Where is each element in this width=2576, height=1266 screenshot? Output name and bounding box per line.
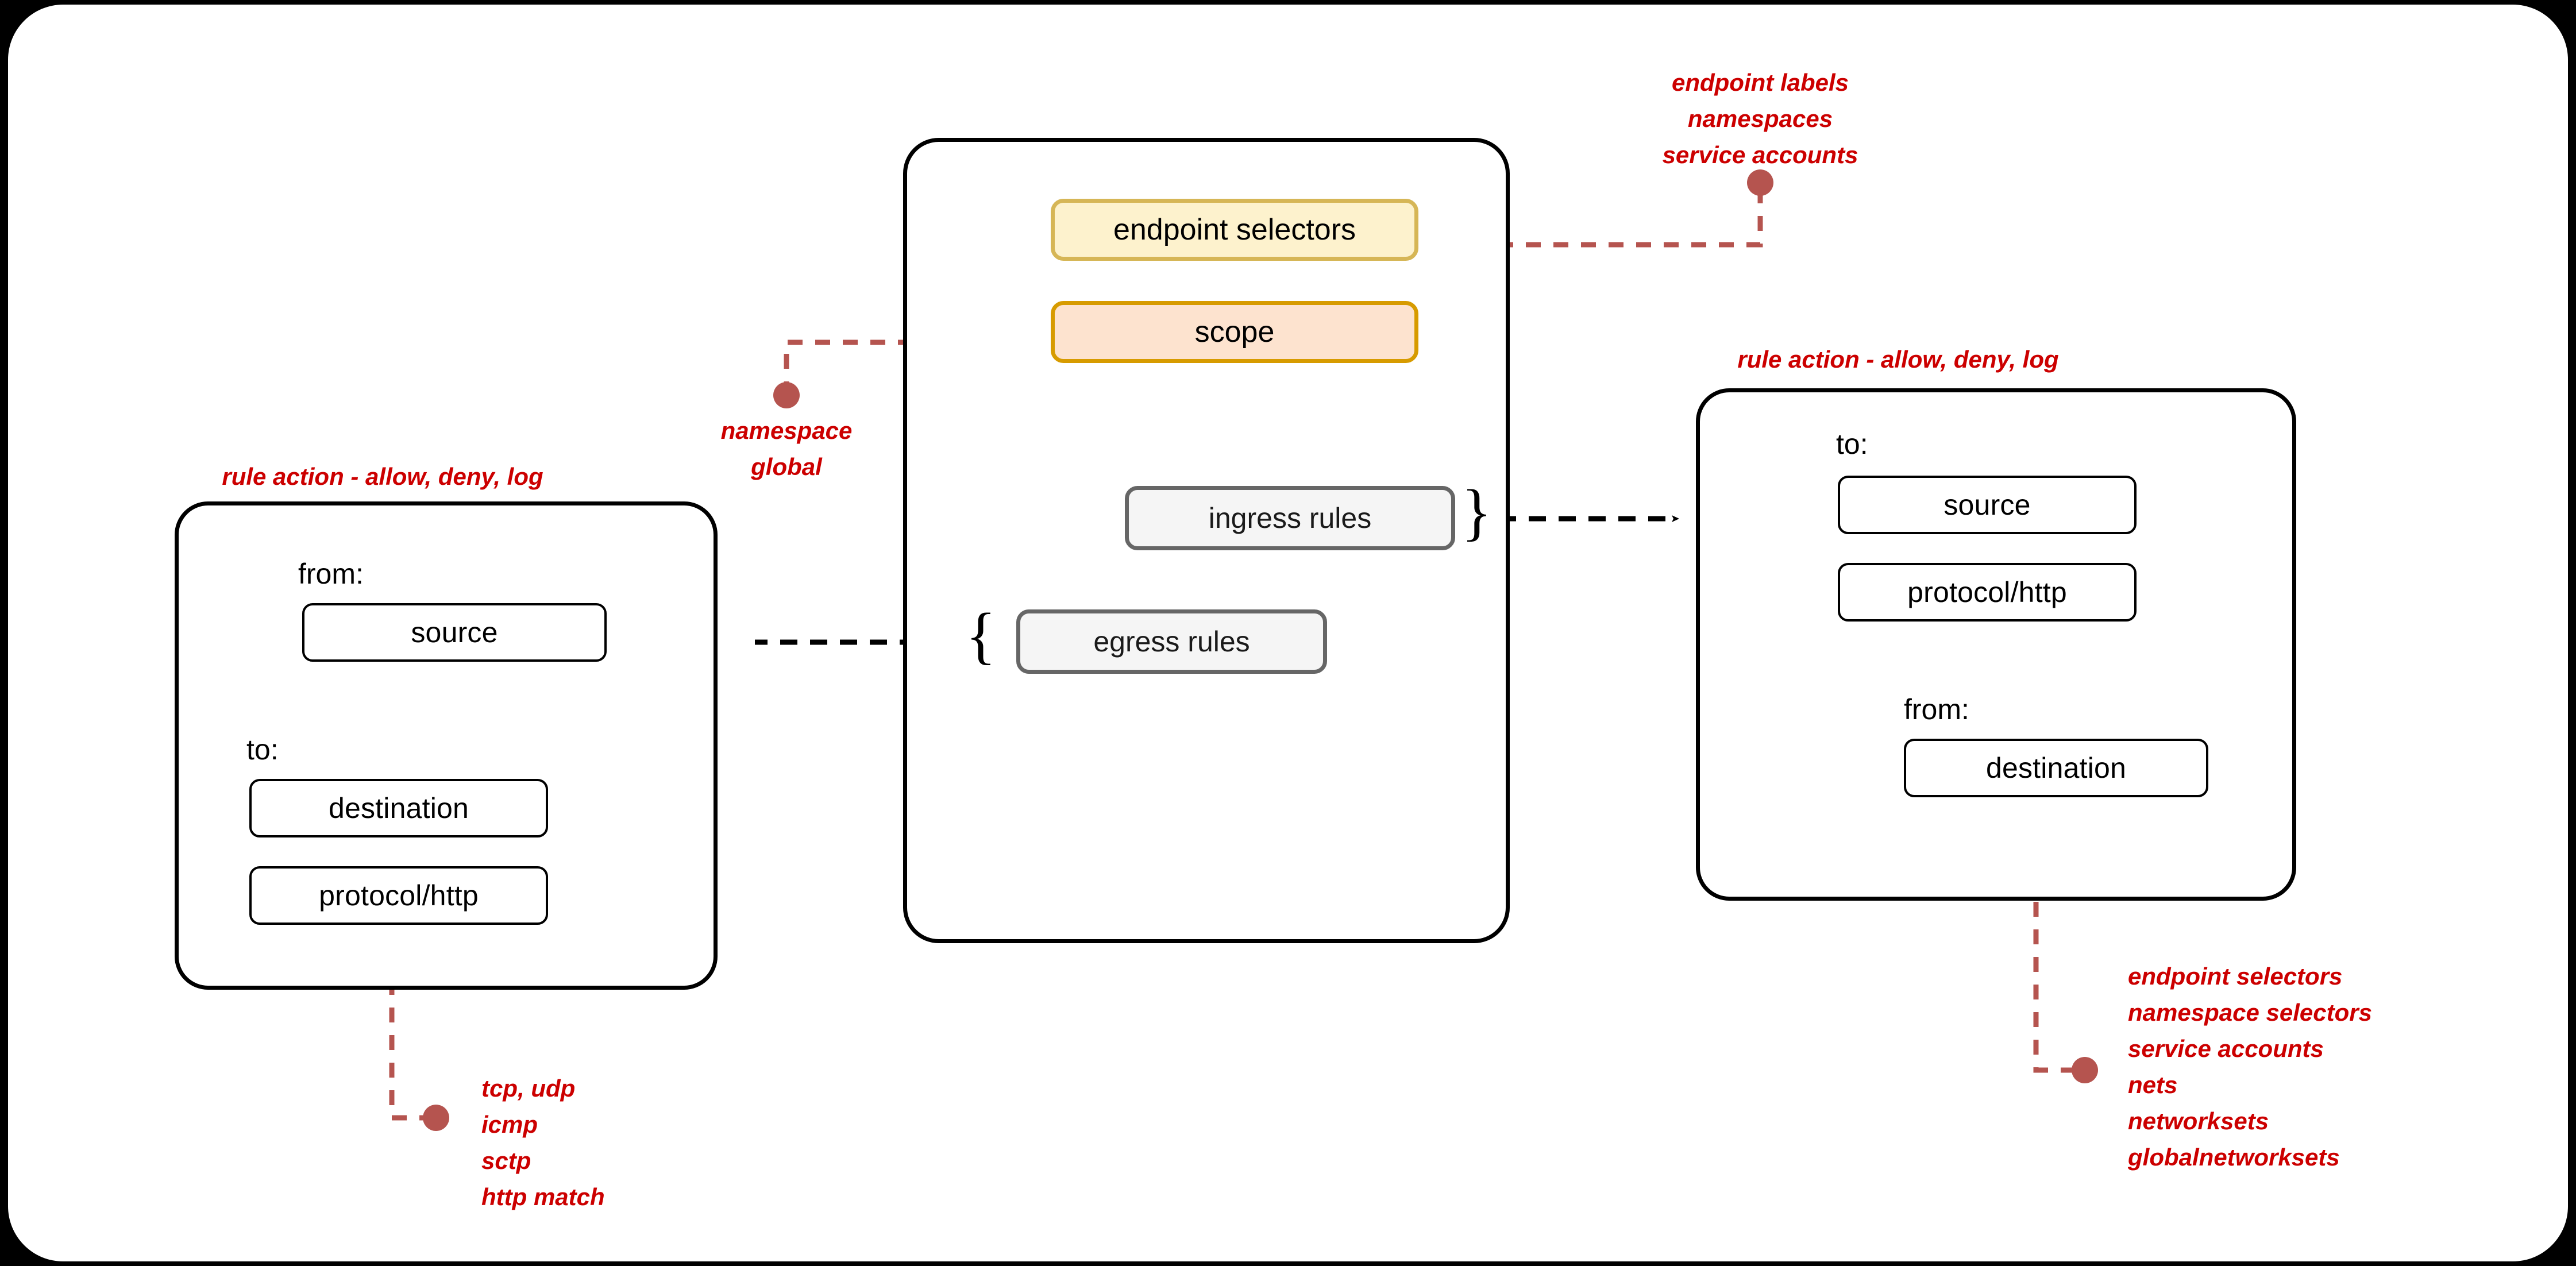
right-policy-box — [1696, 388, 2296, 901]
scope-box[interactable]: scope — [1051, 301, 1418, 363]
egress-rules-box[interactable]: egress rules — [1016, 609, 1327, 674]
right-from-destination-box[interactable]: destination — [1904, 739, 2208, 797]
right-to-protocol-label: protocol/http — [1907, 576, 2067, 608]
right-to-source-label: source — [1943, 489, 2031, 521]
egress-rules-label: egress rules — [1093, 626, 1250, 658]
right-policy-rule-action-annotation: rule action - allow, deny, log — [1737, 346, 2059, 373]
left-from-source-label: source — [411, 616, 498, 649]
right-from-destination-label: destination — [1985, 752, 2127, 784]
left-to-label: to: — [246, 734, 279, 766]
scope-annotation: namespace global — [720, 417, 853, 480]
endpoint-selectors-annotation: endpoint labels namespaces service accou… — [1662, 69, 1858, 168]
scope-label: scope — [1194, 315, 1275, 349]
endpoint-selectors-box[interactable]: endpoint selectors — [1051, 199, 1418, 261]
endpoint-selectors-label: endpoint selectors — [1113, 213, 1356, 246]
diagram-canvas: endpoint selectors scope ingress rules }… — [8, 5, 2568, 1261]
left-policy-rule-action-annotation: rule action - allow, deny, log — [222, 463, 543, 490]
ingress-rules-label: ingress rules — [1208, 502, 1372, 534]
left-from-source-box[interactable]: source — [302, 603, 607, 662]
egress-brace: { — [966, 600, 996, 670]
ingress-rules-box[interactable]: ingress rules — [1125, 486, 1455, 550]
left-from-label: from: — [298, 558, 364, 590]
right-to-label: to: — [1836, 428, 1868, 460]
right-to-source-box[interactable]: source — [1838, 476, 2137, 534]
left-to-destination-label: destination — [328, 792, 469, 824]
protocol-annotation: tcp, udp icmp sctp http match — [481, 1075, 605, 1210]
left-to-destination-box[interactable]: destination — [249, 779, 548, 837]
right-to-protocol-box[interactable]: protocol/http — [1838, 563, 2137, 622]
destination-annotation: endpoint selectors namespace selectors s… — [2128, 963, 2372, 1171]
left-to-protocol-label: protocol/http — [319, 879, 479, 912]
ingress-brace: } — [1461, 477, 1492, 547]
left-to-protocol-box[interactable]: protocol/http — [249, 866, 548, 925]
right-from-label: from: — [1904, 693, 1969, 725]
